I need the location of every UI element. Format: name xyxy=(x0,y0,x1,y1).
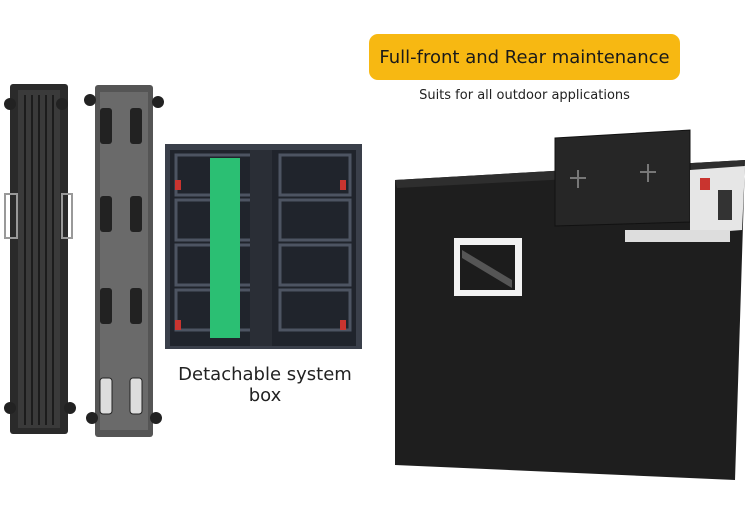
system-box-caption: Detachable system box xyxy=(178,364,352,406)
cabinet-back-view xyxy=(84,85,164,437)
display-panel-image xyxy=(395,129,745,480)
title-badge: Full-front and Rear maintenance xyxy=(369,34,680,80)
title-badge-text: Full-front and Rear maintenance xyxy=(379,46,670,68)
cabinet-side-view xyxy=(4,84,76,434)
subtitle: Suits for all outdoor applications xyxy=(419,88,630,103)
system-box-image xyxy=(165,144,362,349)
